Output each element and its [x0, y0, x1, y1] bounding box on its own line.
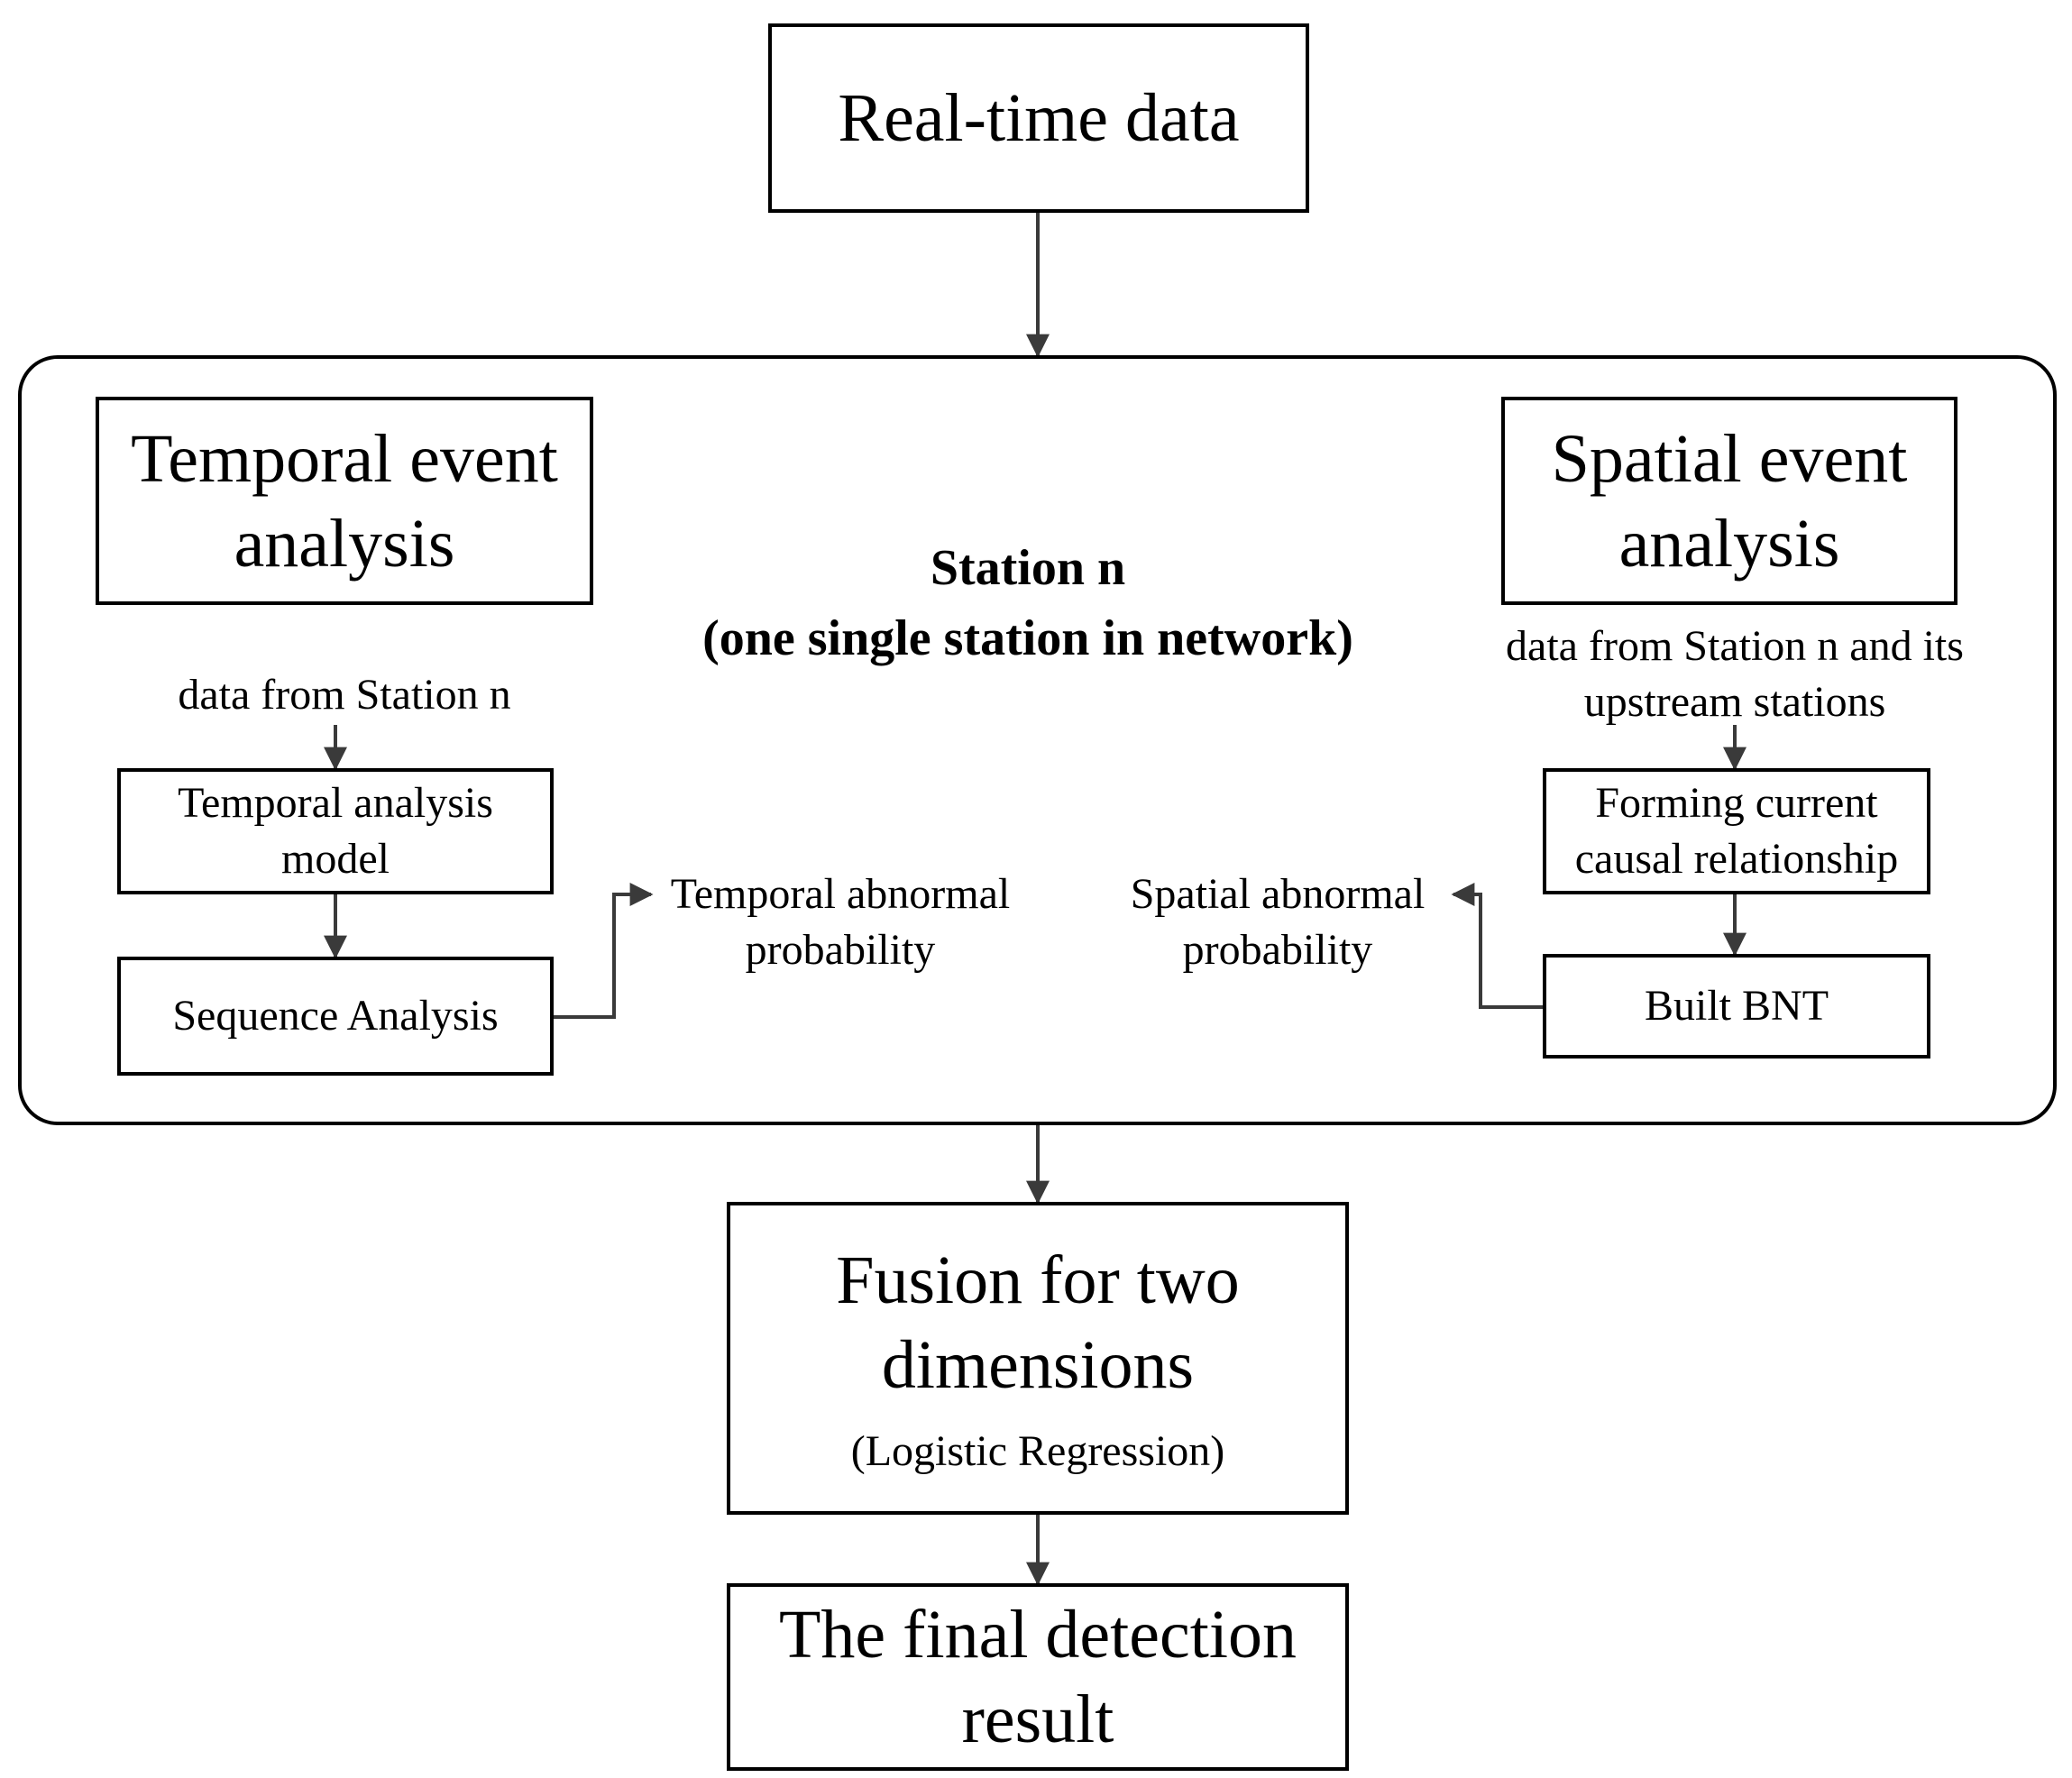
- station-subtitle: (one single station in network): [702, 610, 1353, 666]
- spatial-heading-line-2: analysis: [1618, 505, 1840, 582]
- final-line-2: result: [961, 1682, 1114, 1757]
- temporal-event-analysis-box: Temporal event analysis: [96, 397, 593, 605]
- fusion-box: Fusion for two dimensions (Logistic Regr…: [727, 1202, 1349, 1515]
- temporal-analysis-model-box: Temporal analysis model: [117, 768, 554, 894]
- temporal-heading-line-1: Temporal event: [131, 420, 558, 497]
- final-result-box: The final detection result: [727, 1583, 1349, 1771]
- station-title: Station n: [930, 540, 1126, 596]
- causal-relationship-box: Forming current causal relationship: [1543, 768, 1930, 894]
- built-bnt-box: Built BNT: [1543, 954, 1930, 1059]
- realtime-data-label: Real-time data: [838, 80, 1240, 156]
- final-line-1: The final detection: [779, 1597, 1297, 1673]
- temporal-input-label: data from Station n: [178, 671, 511, 719]
- realtime-data-box: Real-time data: [768, 23, 1309, 213]
- fusion-method: (Logistic Regression): [850, 1426, 1225, 1475]
- spatial-probability-label: Spatial abnormal probability: [1102, 866, 1453, 978]
- built-bnt-label: Built BNT: [1644, 982, 1829, 1030]
- sequence-analysis-box: Sequence Analysis: [117, 957, 554, 1076]
- sequence-analysis-label: Sequence Analysis: [172, 992, 499, 1040]
- temporal-heading-line-2: analysis: [234, 505, 455, 582]
- causal-line-1: Forming current: [1595, 779, 1878, 827]
- temporal-model-line-1: Temporal analysis: [178, 779, 493, 827]
- spatial-input-label: data from Station n and its upstream sta…: [1473, 619, 1996, 730]
- temporal-prob-line-2: probability: [745, 926, 936, 974]
- arrow-bnt-to-spatial-prob: [1451, 883, 1543, 1009]
- spatial-input-line-2: upstream stations: [1583, 678, 1886, 726]
- station-label: Station n (one single station in network…: [622, 533, 1434, 674]
- spatial-event-analysis-box: Spatial event analysis: [1501, 397, 1957, 605]
- fusion-line-1: Fusion for two: [836, 1242, 1240, 1318]
- station-group: [18, 355, 2057, 1125]
- fusion-line-2: dimensions: [881, 1326, 1195, 1403]
- temporal-prob-line-1: Temporal abnormal: [670, 870, 1011, 918]
- causal-line-2: causal relationship: [1574, 835, 1899, 883]
- arrow-sequence-to-temporal-prob: [554, 883, 654, 1019]
- spatial-heading-line-1: Spatial event: [1551, 420, 1908, 497]
- temporal-model-line-2: model: [281, 835, 390, 883]
- spatial-prob-line-2: probability: [1182, 926, 1373, 974]
- spatial-input-line-1: data from Station n and its: [1506, 622, 1964, 670]
- temporal-probability-label: Temporal abnormal probability: [651, 866, 1030, 978]
- spatial-prob-line-1: Spatial abnormal: [1130, 870, 1426, 918]
